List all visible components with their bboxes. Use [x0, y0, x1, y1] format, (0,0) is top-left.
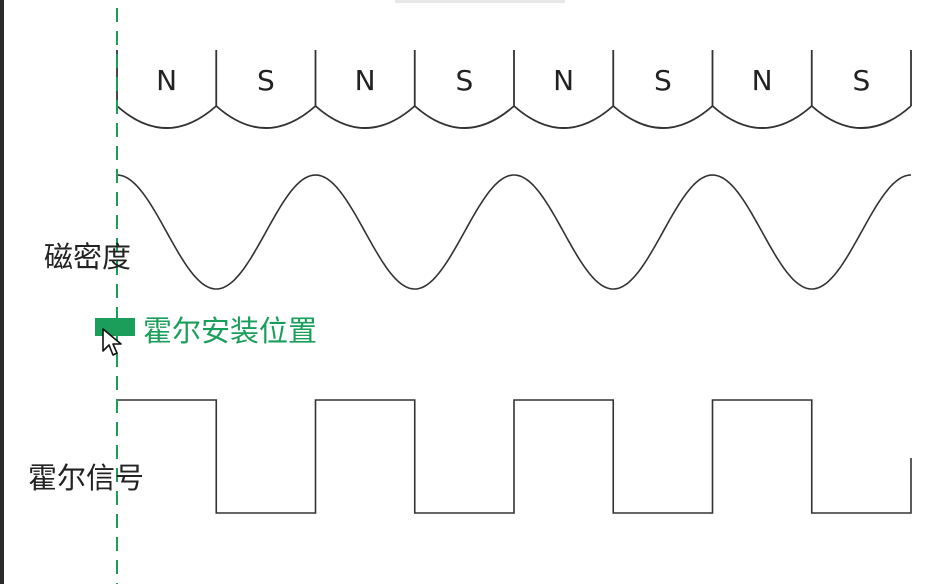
hall-signal-wave: [117, 399, 912, 514]
pole-label: N: [156, 64, 177, 97]
window-edge: [0, 0, 4, 584]
pole-arc: [513, 105, 614, 129]
pole-label: N: [355, 64, 376, 97]
flux-density-curve: [116, 174, 912, 290]
flux-density-wave: [116, 174, 912, 290]
pole-arc: [314, 105, 416, 129]
pole-label: N: [752, 64, 773, 97]
pole-arc: [215, 105, 317, 129]
pole-arc: [711, 105, 813, 129]
hall-signal-square-wave: [117, 399, 912, 514]
pole-label: S: [257, 64, 275, 97]
pole-arc: [811, 105, 912, 129]
pole-arc: [116, 105, 217, 129]
hall-signal-label: 霍尔信号: [28, 461, 145, 495]
top-band: [395, 0, 565, 3]
pole-label: S: [455, 64, 473, 97]
pole-arc: [612, 105, 714, 129]
hall-position-label: 霍尔安装位置: [143, 314, 318, 348]
pole-label: S: [654, 64, 672, 97]
mouse-pointer-icon: [102, 328, 122, 356]
pole-label: N: [553, 64, 574, 97]
flux-density-label: 磁密度: [44, 240, 132, 274]
pole-arc: [414, 105, 515, 129]
pole-label: S: [852, 64, 870, 97]
